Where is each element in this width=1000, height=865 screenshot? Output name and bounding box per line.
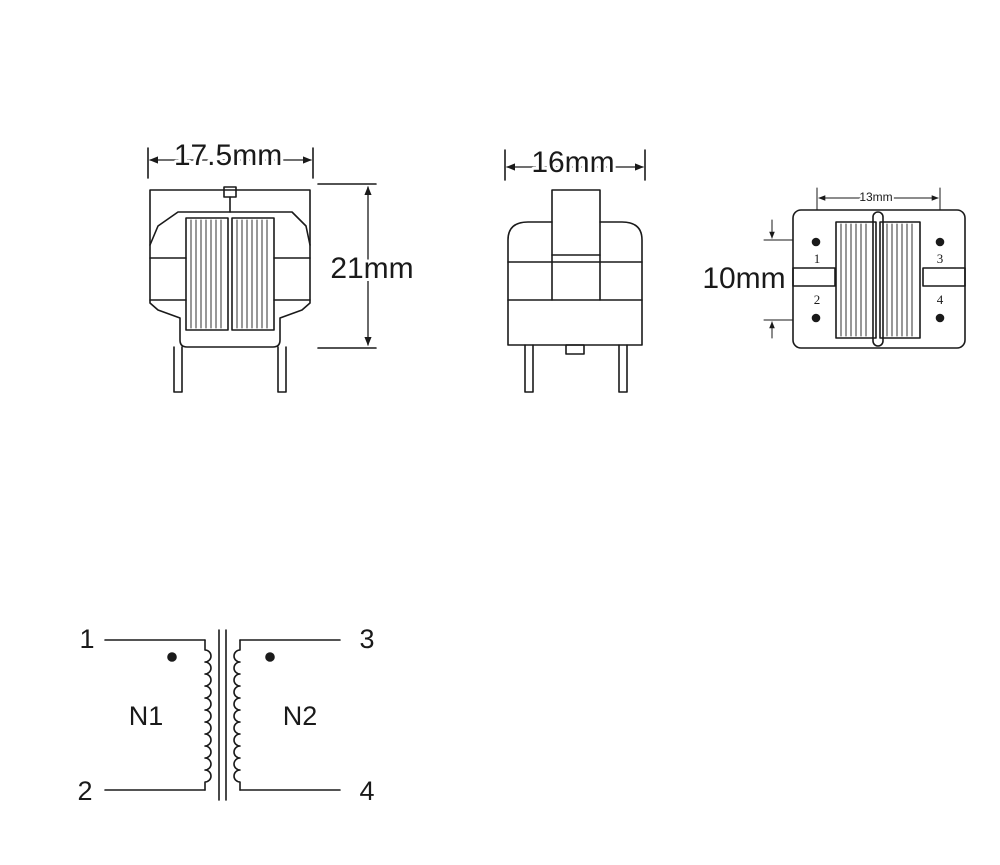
bottom-pin-label-2: 2 — [814, 292, 821, 307]
bottom-pin-dot-2 — [811, 313, 821, 323]
bottom-pin-dot-1 — [811, 237, 821, 247]
bottom-winding-right — [879, 221, 921, 339]
front-pin-left — [173, 346, 183, 393]
bottom-pin-label-3: 3 — [937, 251, 944, 266]
front-bobbin-top — [149, 211, 311, 246]
front-winding-right — [231, 217, 275, 331]
winding-label-n1: N1 — [129, 701, 164, 731]
bottom-winding-left — [835, 221, 877, 339]
terminal-label-3: 3 — [359, 624, 374, 654]
front-pin-right — [277, 346, 287, 393]
schematic-coil-n2 — [233, 639, 241, 791]
terminal-label-4: 4 — [359, 776, 374, 806]
bottom-view: 13mm 10mm 1 2 3 4 — [699, 187, 966, 349]
bottom-pin-dot-3 — [935, 237, 945, 247]
terminal-label-2: 2 — [77, 776, 92, 806]
side-pin-right — [618, 344, 628, 393]
bottom-pitch-label: 13mm — [859, 190, 892, 204]
bottom-divider — [872, 211, 884, 347]
schematic: 1 2 3 4 N1 N2 — [77, 624, 374, 806]
front-body-outline — [149, 189, 311, 348]
front-view: 17.5mm 21mm — [147, 136, 417, 393]
side-view: 16mm — [504, 143, 646, 393]
bottom-pin-label-1: 1 — [814, 251, 821, 266]
schematic-coil-n1 — [204, 639, 212, 791]
terminal-label-1: 1 — [79, 624, 94, 654]
bottom-winding-turns — [840, 223, 913, 337]
bottom-slot-right — [922, 267, 966, 287]
schematic-dot-n2 — [265, 652, 275, 662]
bottom-body-outline — [792, 209, 966, 349]
side-stud — [565, 344, 585, 355]
bottom-slot-left — [792, 267, 836, 287]
front-height-label: 21mm — [330, 252, 413, 285]
bottom-pin-label-4: 4 — [937, 292, 944, 307]
front-winding-left — [185, 217, 229, 331]
front-width-label: 17.5mm — [174, 139, 282, 172]
side-pin-left — [524, 344, 534, 393]
bottom-pin-dot-4 — [935, 313, 945, 323]
bottom-row-label: 10mm — [702, 262, 785, 295]
winding-label-n2: N2 — [283, 701, 318, 731]
side-body-outline — [507, 189, 643, 346]
side-width-label: 16mm — [531, 146, 614, 179]
schematic-dot-n1 — [167, 652, 177, 662]
front-winding-turns — [190, 219, 268, 329]
